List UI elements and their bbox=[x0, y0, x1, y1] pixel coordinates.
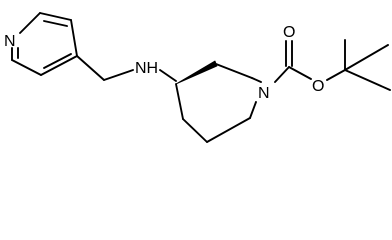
bond bbox=[159, 69, 177, 82]
molecule-structure: N NH N O O bbox=[4, 12, 391, 143]
piperidine-ring bbox=[175, 60, 262, 143]
piperidine-nitrogen-label: N bbox=[258, 85, 270, 102]
bond bbox=[43, 53, 72, 69]
bond bbox=[288, 66, 312, 80]
carbonyl-oxygen-label: O bbox=[283, 24, 295, 41]
bond bbox=[43, 20, 68, 27]
pyridine-nitrogen-label: N bbox=[4, 33, 16, 50]
bond bbox=[11, 59, 42, 76]
bond bbox=[76, 55, 105, 81]
bond bbox=[215, 63, 253, 79]
boc-group bbox=[274, 39, 391, 91]
bond bbox=[39, 12, 72, 21]
bond bbox=[103, 69, 134, 81]
bond bbox=[344, 69, 391, 91]
pyridine-ring bbox=[11, 12, 78, 76]
bond bbox=[251, 77, 262, 83]
methylene-linker bbox=[76, 55, 177, 82]
bond bbox=[274, 66, 290, 83]
ester-oxygen-label: O bbox=[312, 78, 324, 95]
bond bbox=[249, 101, 257, 119]
bond bbox=[19, 12, 41, 34]
bond bbox=[344, 44, 389, 71]
bond bbox=[175, 83, 184, 120]
bond bbox=[206, 117, 251, 143]
bond bbox=[182, 118, 208, 143]
amine-nh-label: NH bbox=[135, 60, 158, 77]
bond bbox=[326, 69, 346, 81]
bond bbox=[70, 19, 78, 57]
bond bbox=[40, 55, 78, 76]
stereo-wedge-bond bbox=[175, 60, 218, 85]
